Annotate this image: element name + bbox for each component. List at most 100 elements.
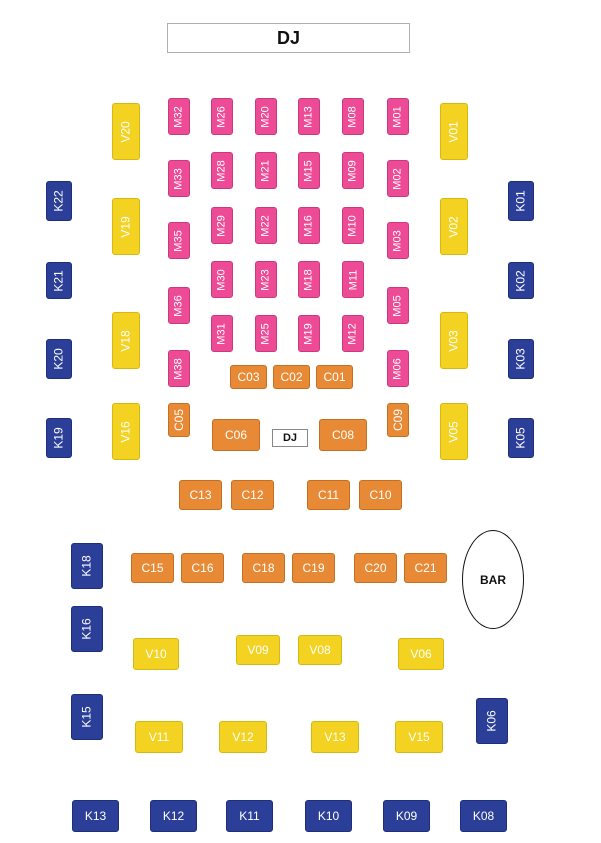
- seat-m33[interactable]: M33: [168, 160, 190, 197]
- seat-label: C21: [414, 561, 437, 575]
- seat-label: V01: [446, 120, 461, 143]
- seat-c08[interactable]: C08: [319, 419, 367, 451]
- seat-label: M06: [392, 357, 404, 380]
- seat-v09[interactable]: V09: [236, 635, 280, 665]
- seat-m35[interactable]: M35: [168, 222, 190, 259]
- seat-label: K15: [79, 706, 94, 728]
- seat-c06[interactable]: C06: [212, 419, 260, 451]
- seat-m28[interactable]: M28: [211, 152, 233, 189]
- seat-k13[interactable]: K13: [72, 800, 119, 832]
- seat-v11[interactable]: V11: [135, 721, 183, 753]
- seat-m08[interactable]: M08: [342, 98, 364, 135]
- seat-v06[interactable]: V06: [398, 638, 444, 670]
- seat-m38[interactable]: M38: [168, 350, 190, 387]
- seat-k09[interactable]: K09: [383, 800, 430, 832]
- seat-m32[interactable]: M32: [168, 98, 190, 135]
- seat-c10[interactable]: C10: [359, 480, 402, 510]
- seat-m01[interactable]: M01: [387, 98, 409, 135]
- seat-m05[interactable]: M05: [387, 287, 409, 324]
- seat-k11[interactable]: K11: [226, 800, 273, 832]
- seat-m36[interactable]: M36: [168, 287, 190, 324]
- seat-k18[interactable]: K18: [71, 543, 103, 589]
- seat-m10[interactable]: M10: [342, 207, 364, 244]
- seat-m26[interactable]: M26: [211, 98, 233, 135]
- seat-m25[interactable]: M25: [255, 315, 277, 352]
- seat-k02[interactable]: K02: [508, 262, 534, 299]
- seat-v02[interactable]: V02: [440, 198, 468, 255]
- seat-m03[interactable]: M03: [387, 222, 409, 259]
- seat-c16[interactable]: C16: [181, 553, 224, 583]
- seat-v15[interactable]: V15: [395, 721, 443, 753]
- seat-m20[interactable]: M20: [255, 98, 277, 135]
- seat-m22[interactable]: M22: [255, 207, 277, 244]
- seat-m13[interactable]: M13: [298, 98, 320, 135]
- seat-m19[interactable]: M19: [298, 315, 320, 352]
- seat-c12[interactable]: C12: [231, 480, 274, 510]
- seat-k20[interactable]: K20: [46, 339, 72, 379]
- seat-label: K09: [395, 809, 418, 823]
- seat-m11[interactable]: M11: [342, 261, 364, 298]
- seat-k10[interactable]: K10: [305, 800, 352, 832]
- seat-v10[interactable]: V10: [133, 638, 179, 670]
- seat-v19[interactable]: V19: [112, 198, 140, 255]
- seat-v01[interactable]: V01: [440, 103, 468, 160]
- seat-k05[interactable]: K05: [508, 418, 534, 458]
- seat-k15[interactable]: K15: [71, 694, 103, 740]
- seat-c05[interactable]: C05: [168, 403, 190, 437]
- seat-label: M20: [260, 105, 272, 128]
- seat-m23[interactable]: M23: [255, 261, 277, 298]
- seat-m30[interactable]: M30: [211, 261, 233, 298]
- seat-label: M03: [392, 229, 404, 252]
- seat-label: V05: [446, 420, 461, 443]
- dj-stage-marker: DJ: [272, 429, 308, 447]
- seat-v20[interactable]: V20: [112, 103, 140, 160]
- seat-v12[interactable]: V12: [219, 721, 267, 753]
- seat-c13[interactable]: C13: [179, 480, 222, 510]
- seat-c03[interactable]: C03: [230, 365, 267, 389]
- seat-v13[interactable]: V13: [311, 721, 359, 753]
- seat-k16[interactable]: K16: [71, 606, 103, 652]
- seat-k06[interactable]: K06: [476, 698, 508, 744]
- seat-v16[interactable]: V16: [112, 403, 140, 460]
- seat-label: M18: [303, 268, 315, 291]
- seat-k08[interactable]: K08: [460, 800, 507, 832]
- seat-m21[interactable]: M21: [255, 152, 277, 189]
- seat-label: M13: [303, 105, 315, 128]
- seat-c01[interactable]: C01: [316, 365, 353, 389]
- seat-v18[interactable]: V18: [112, 312, 140, 369]
- seat-label: V08: [309, 643, 331, 657]
- seat-m18[interactable]: M18: [298, 261, 320, 298]
- seat-m31[interactable]: M31: [211, 315, 233, 352]
- seat-k22[interactable]: K22: [46, 181, 72, 221]
- seat-label: M30: [216, 268, 228, 291]
- seat-c18[interactable]: C18: [242, 553, 285, 583]
- seat-v08[interactable]: V08: [298, 635, 342, 665]
- seat-c11[interactable]: C11: [307, 480, 350, 510]
- seat-label: V09: [247, 643, 269, 657]
- seat-c09[interactable]: C09: [387, 403, 409, 437]
- seat-c02[interactable]: C02: [273, 365, 310, 389]
- seat-k03[interactable]: K03: [508, 339, 534, 379]
- seat-m12[interactable]: M12: [342, 315, 364, 352]
- seat-m06[interactable]: M06: [387, 350, 409, 387]
- seat-k19[interactable]: K19: [46, 418, 72, 458]
- seat-m16[interactable]: M16: [298, 207, 320, 244]
- seat-k12[interactable]: K12: [150, 800, 197, 832]
- seat-label: V18: [118, 329, 133, 352]
- seat-v05[interactable]: V05: [440, 403, 468, 460]
- seat-c19[interactable]: C19: [292, 553, 335, 583]
- seat-label: C03: [237, 370, 260, 384]
- seat-m09[interactable]: M09: [342, 152, 364, 189]
- seat-c21[interactable]: C21: [404, 553, 447, 583]
- seat-c15[interactable]: C15: [131, 553, 174, 583]
- seat-k01[interactable]: K01: [508, 181, 534, 221]
- seat-label: V02: [446, 215, 461, 238]
- seat-label: V10: [145, 647, 167, 661]
- seat-m15[interactable]: M15: [298, 152, 320, 189]
- seat-m29[interactable]: M29: [211, 207, 233, 244]
- seat-k21[interactable]: K21: [46, 262, 72, 299]
- seat-label: M10: [347, 214, 359, 237]
- seat-m02[interactable]: M02: [387, 160, 409, 197]
- seat-v03[interactable]: V03: [440, 312, 468, 369]
- seat-c20[interactable]: C20: [354, 553, 397, 583]
